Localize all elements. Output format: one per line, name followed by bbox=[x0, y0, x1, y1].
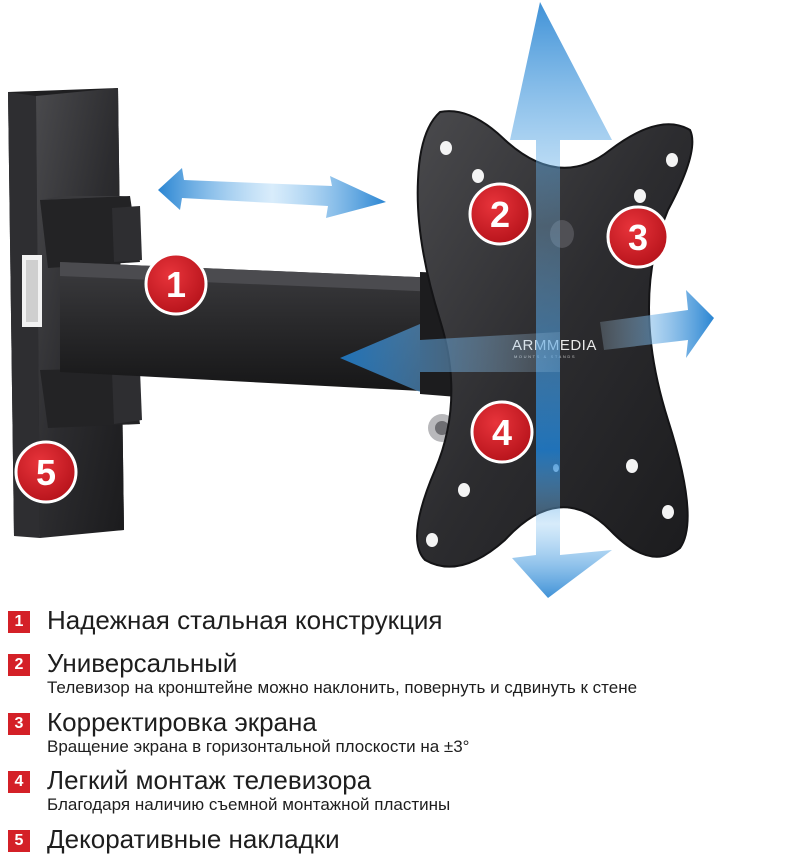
retract-arrow-left bbox=[340, 324, 560, 392]
product-illustration: ARMMEDIA MOUNTS & STANDS 1 2 3 bbox=[8, 2, 714, 598]
swivel-arrow-horizontal bbox=[158, 168, 386, 218]
badge-4-number: 4 bbox=[492, 412, 512, 453]
feature-title: Корректировка экрана bbox=[47, 707, 317, 737]
feature-title: Надежная стальная конструкция bbox=[47, 605, 443, 635]
hinge-blocks bbox=[40, 196, 150, 428]
feature-number-badge: 4 bbox=[8, 771, 30, 793]
badge-5-number: 5 bbox=[36, 452, 56, 493]
extend-arrow-right bbox=[600, 290, 714, 358]
feature-title: Универсальный bbox=[47, 648, 238, 678]
badge-2-number: 2 bbox=[490, 194, 510, 235]
badge-4: 4 bbox=[470, 400, 534, 464]
feature-number-badge: 1 bbox=[8, 611, 30, 633]
badge-2: 2 bbox=[468, 182, 532, 246]
badge-3: 3 bbox=[606, 205, 670, 269]
feature-subtitle: Благодаря наличию съемной монтажной плас… bbox=[47, 795, 451, 814]
feature-number-badge: 5 bbox=[8, 830, 30, 852]
feature-subtitle: Телевизор на кронштейне можно наклонить,… bbox=[47, 678, 638, 697]
badge-5: 5 bbox=[14, 440, 78, 504]
badge-1-number: 1 bbox=[166, 264, 186, 305]
feature-title: Декоративные накладки bbox=[47, 824, 340, 854]
badge-3-number: 3 bbox=[628, 217, 648, 258]
feature-number-badge: 2 bbox=[8, 654, 30, 676]
feature-subtitle: Вращение экрана в горизонтальной плоскос… bbox=[47, 737, 470, 756]
badge-1: 1 bbox=[144, 252, 208, 316]
feature-number-badge: 3 bbox=[8, 713, 30, 735]
tilt-arrow-vertical bbox=[510, 2, 612, 598]
feature-title: Легкий монтаж телевизора bbox=[47, 765, 372, 795]
motion-arrows bbox=[158, 2, 714, 598]
